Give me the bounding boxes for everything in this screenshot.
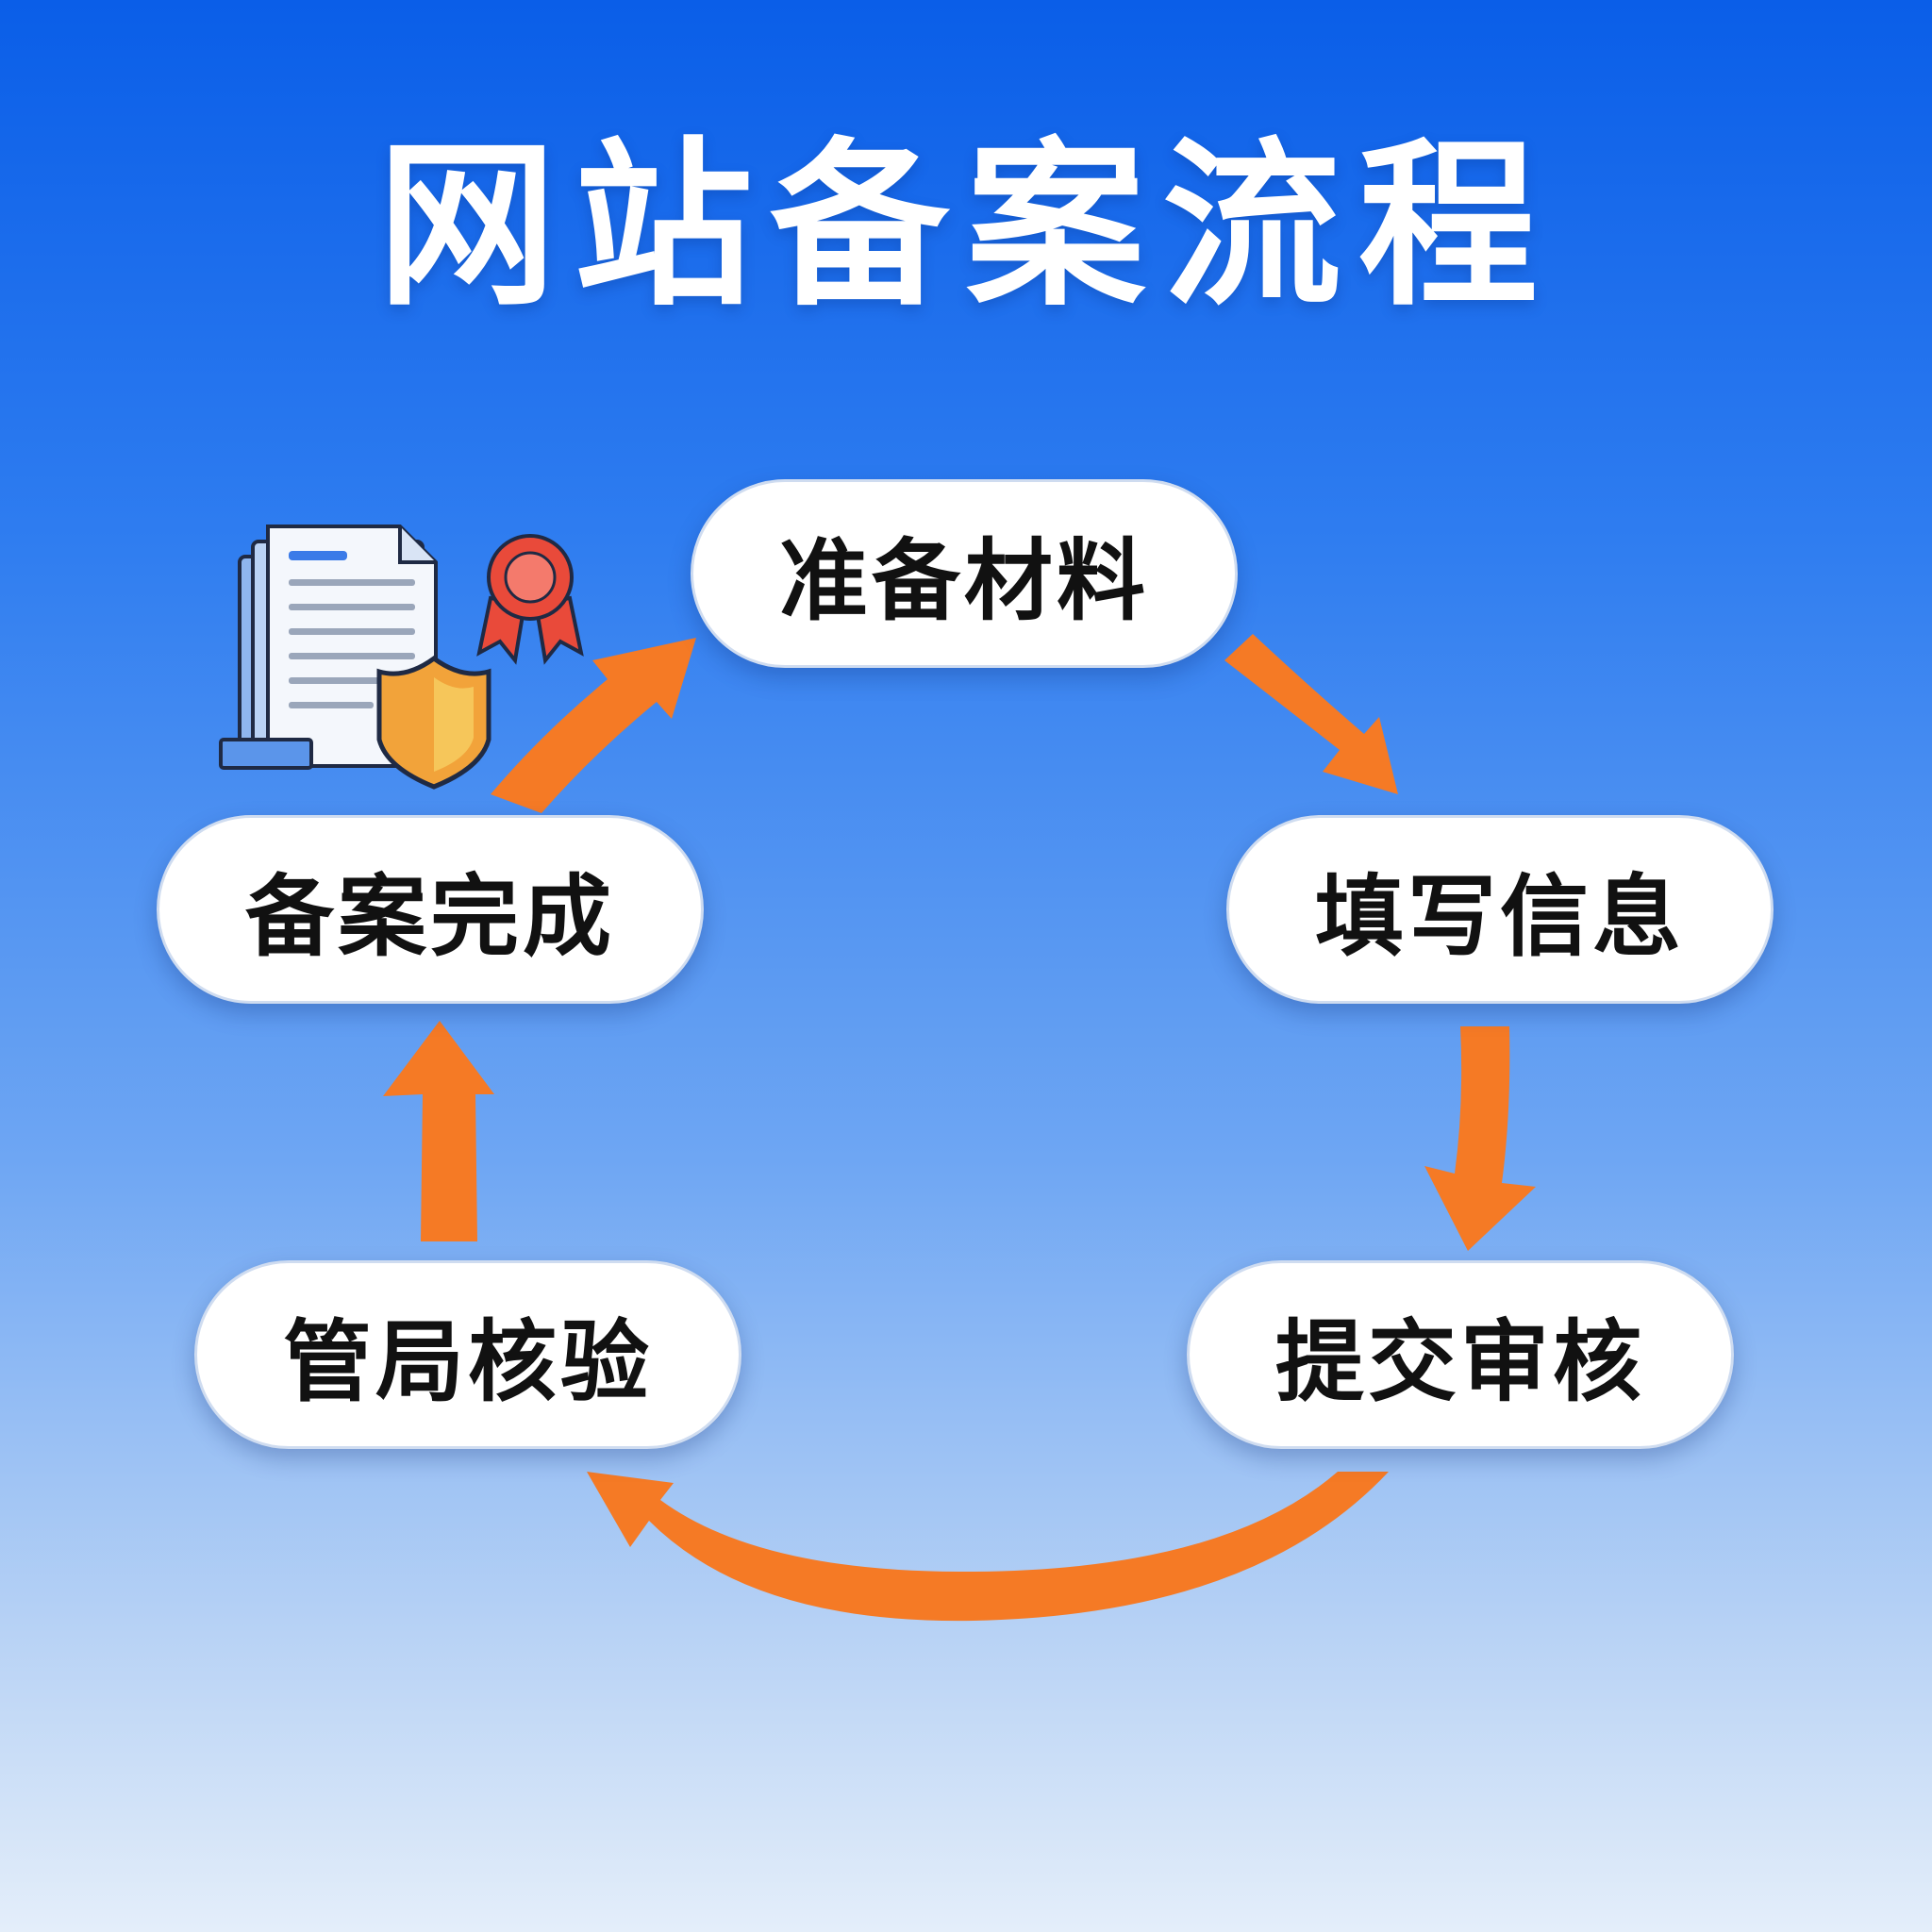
page-title: 网站备案流程 [376,122,1555,330]
step-authority-verification[interactable]: 管局核验 [194,1260,741,1449]
step-label: 备案完成 [244,866,615,969]
step-label: 提交审核 [1274,1311,1645,1414]
arrow-step2-to-step3 [1424,1026,1536,1251]
arrow-step4-to-step5 [383,1021,494,1241]
step-label: 填写信息 [1314,866,1685,969]
arrow-step5-to-step1 [491,638,696,813]
step-filing-complete[interactable]: 备案完成 [157,815,704,1004]
step-label: 管局核验 [282,1311,653,1414]
step-submit-review[interactable]: 提交审核 [1187,1260,1734,1449]
step-fill-information[interactable]: 填写信息 [1226,815,1774,1004]
step-label: 准备材料 [778,530,1149,633]
arrow-step1-to-step2 [1224,634,1398,794]
security-shield-icon [376,655,491,790]
arrow-step3-to-step4 [587,1472,1389,1622]
award-ribbon-icon [476,534,584,665]
step-prepare-materials[interactable]: 准备材料 [691,479,1238,668]
